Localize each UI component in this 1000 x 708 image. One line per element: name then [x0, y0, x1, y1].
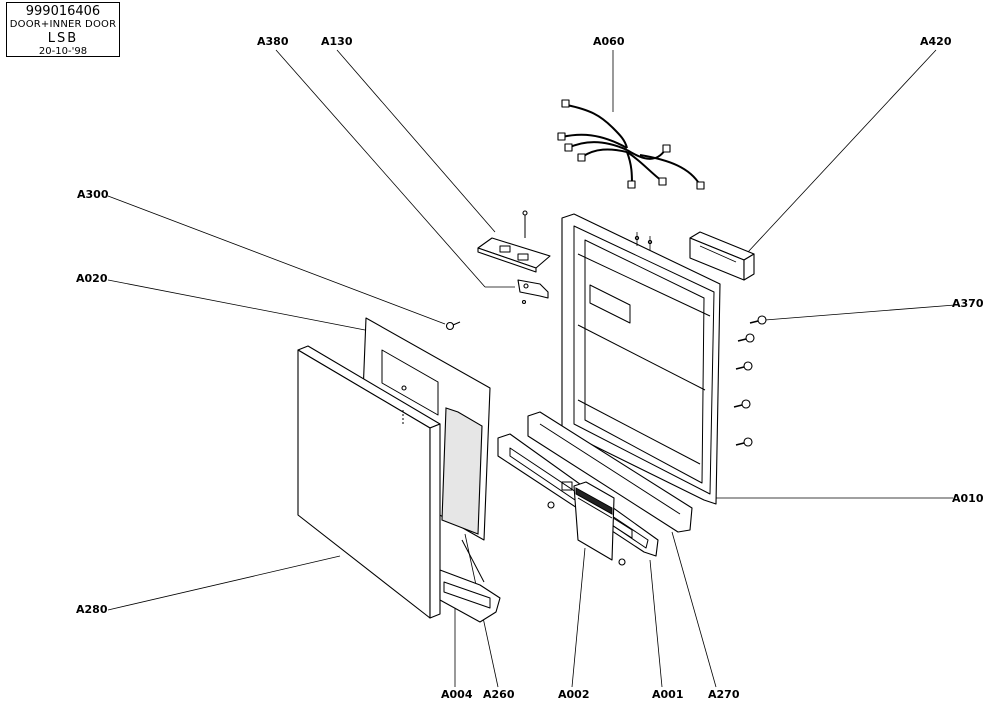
label-a280: A280 [76, 603, 108, 616]
label-a300: A300 [77, 188, 109, 201]
label-a380: A380 [257, 35, 289, 48]
inner-door [561, 213, 721, 505]
vent-block [689, 231, 755, 281]
label-a001: A001 [652, 688, 684, 701]
insulation-block [441, 407, 483, 535]
label-a260: A260 [483, 688, 515, 701]
switch-module [573, 481, 615, 561]
hinge-bracket [517, 279, 549, 305]
leader-lines [107, 49, 956, 688]
label-a270: A270 [708, 688, 740, 701]
front-strip [527, 411, 693, 533]
label-a130: A130 [321, 35, 353, 48]
outer-door-panel [297, 345, 441, 619]
label-a020: A020 [76, 272, 108, 285]
bottom-trim [439, 539, 501, 623]
label-a002: A002 [558, 688, 590, 701]
label-a010: A010 [952, 492, 984, 505]
wiring-harness [557, 99, 705, 190]
label-a004: A004 [441, 688, 473, 701]
label-a420: A420 [920, 35, 952, 48]
assembly-name: DOOR+INNER DOOR [9, 19, 117, 30]
drawing-number: 999016406 [25, 4, 101, 19]
drawing-date: 20-10-'98 [38, 46, 88, 57]
screw-a300 [445, 321, 461, 331]
label-a060: A060 [593, 35, 625, 48]
label-a370: A370 [952, 297, 984, 310]
hinge-plate [477, 210, 551, 273]
variant-code: LSB [47, 31, 79, 46]
title-block: 999016406 DOOR+INNER DOOR LSB 20-10-'98 [6, 2, 120, 57]
screw-set-a370 [733, 315, 767, 447]
